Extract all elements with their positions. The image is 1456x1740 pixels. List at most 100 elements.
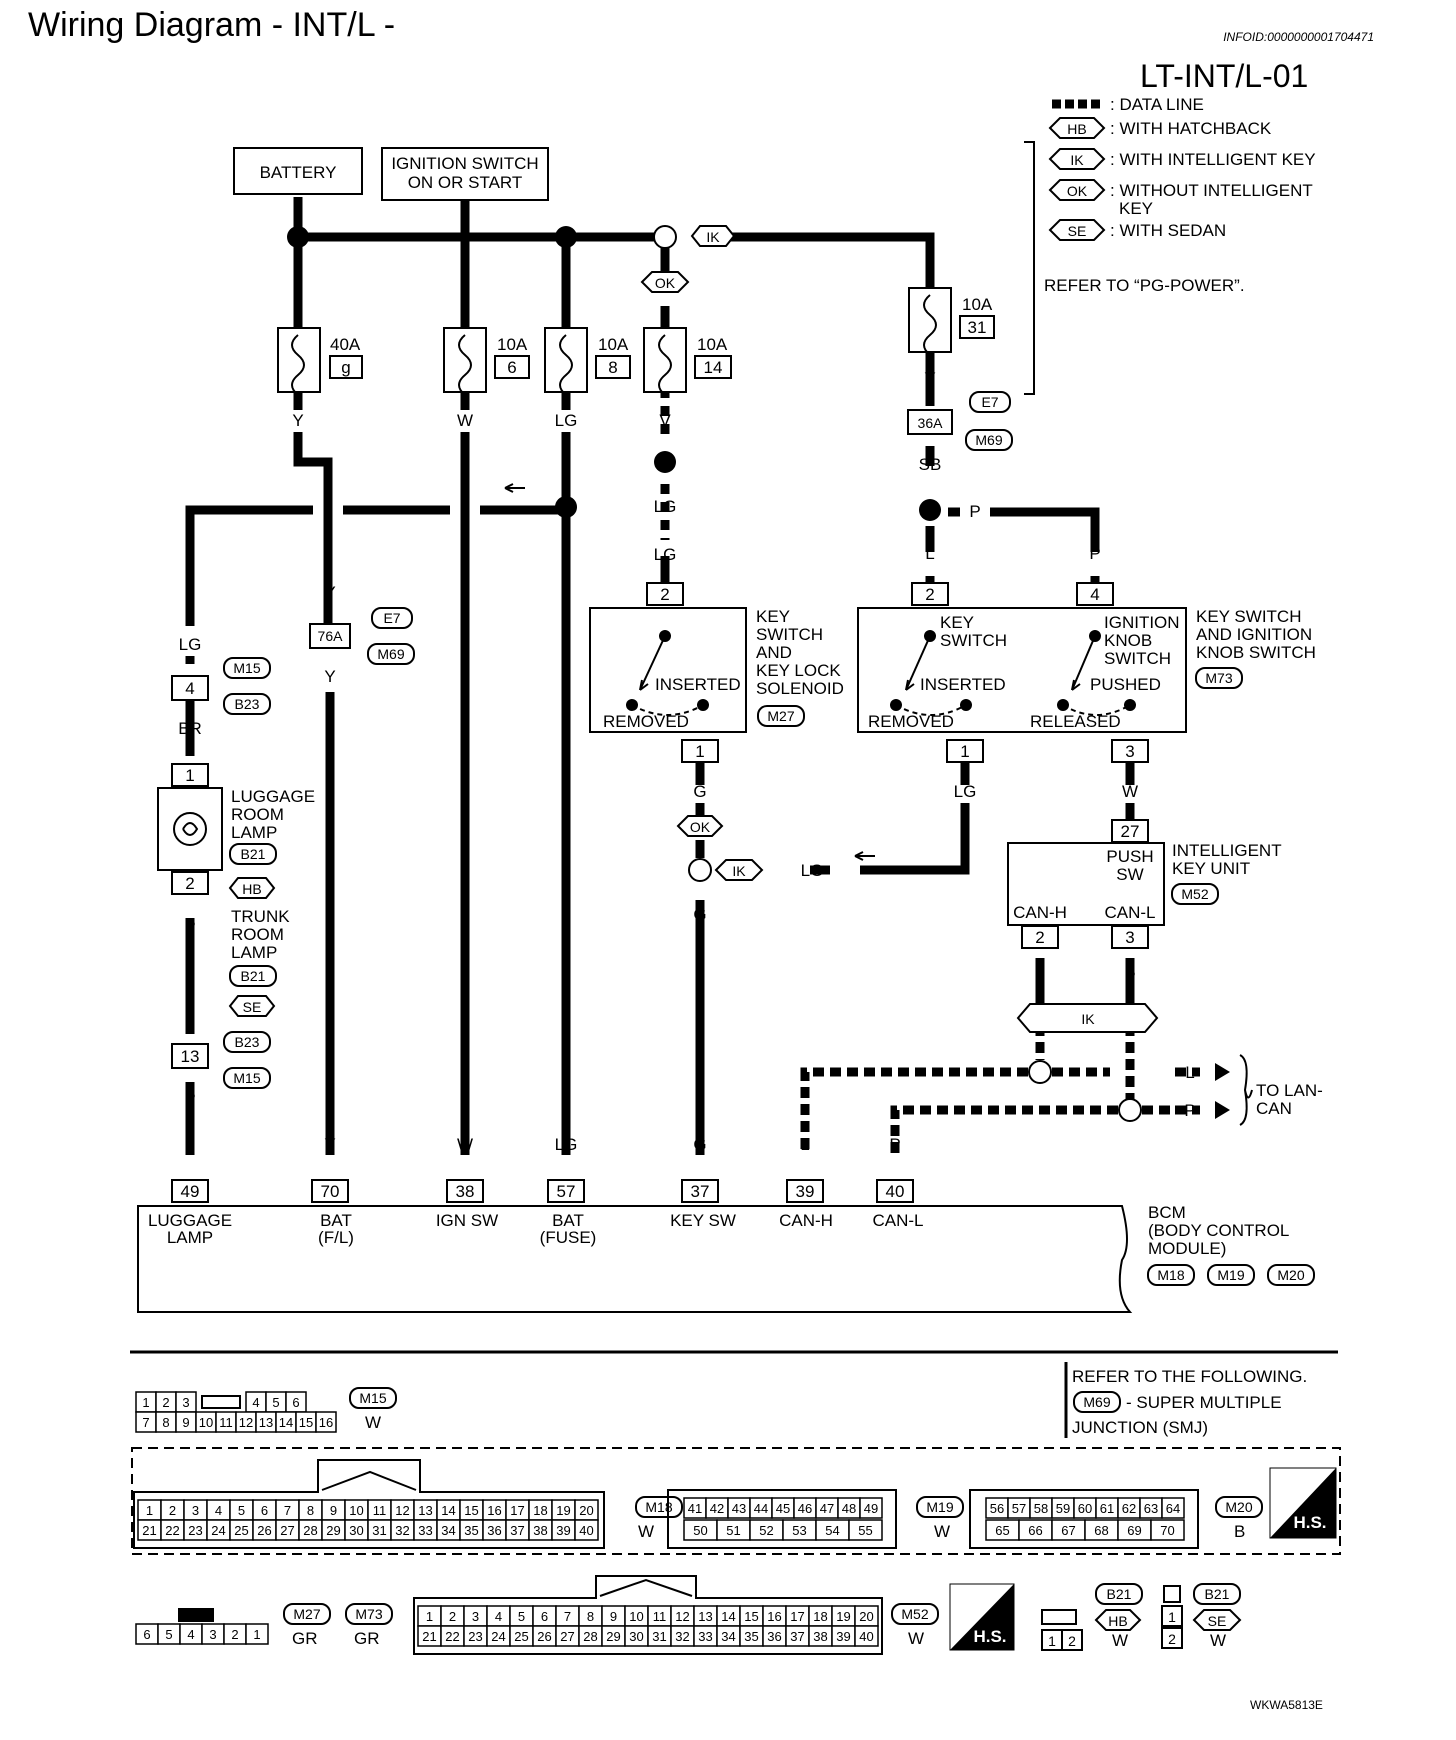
pin-number: 20 <box>579 1503 593 1518</box>
wire-g: G <box>693 905 706 924</box>
connector-key <box>201 1395 241 1409</box>
pin-number: 7 <box>284 1503 291 1518</box>
m73-tag: M73 <box>355 1606 382 1622</box>
pin-number: 13 <box>418 1503 432 1518</box>
fuse-amp: 40A <box>330 335 361 354</box>
wire-lg: LG <box>801 861 824 880</box>
svg-text:REMOVED: REMOVED <box>868 712 954 731</box>
svg-text:M15: M15 <box>233 660 260 676</box>
pin-number: 17 <box>510 1503 524 1518</box>
pin-number: 37 <box>510 1523 524 1538</box>
pin-number: 55 <box>858 1523 872 1538</box>
fuse-14: 10A 14 <box>643 327 732 396</box>
pin-number: 14 <box>441 1503 455 1518</box>
pin-number: 34 <box>721 1629 735 1644</box>
wire-labels: Y W LG V Y SB P L P LG LG Y Y LG BR P P … <box>178 369 1195 1154</box>
pin-number: 9 <box>610 1609 617 1624</box>
pin-number: 1 <box>426 1609 433 1624</box>
svg-text:LUGGAGE: LUGGAGE <box>231 787 315 806</box>
svg-text:SWITCH: SWITCH <box>940 631 1007 650</box>
pin-number: 69 <box>1127 1523 1141 1538</box>
hs-badge: H.S. <box>949 1583 1015 1651</box>
pin-number: 2 <box>449 1609 456 1624</box>
tag-text: HB <box>242 881 261 897</box>
pin-number: 36 <box>487 1523 501 1538</box>
wire-lg: LG <box>654 545 677 564</box>
key-switch-solenoid: 2 INSERTED REMOVED 1 KEY SWITCH AND KEY … <box>589 582 844 763</box>
pin-number: 46 <box>798 1501 812 1516</box>
joint-m15-4: 4 M15 B23 <box>171 657 271 715</box>
pin-number: 57 <box>1012 1501 1026 1516</box>
tag-ok-mid: OK <box>676 815 724 837</box>
pin-number: 30 <box>629 1629 643 1644</box>
svg-text:2: 2 <box>1035 928 1044 947</box>
svg-text:BAT: BAT <box>552 1211 584 1230</box>
fuse-num: 31 <box>968 318 987 337</box>
svg-text:49: 49 <box>181 1182 200 1201</box>
m15-color: W <box>365 1413 381 1432</box>
tag-ik-mid: IK <box>714 859 764 881</box>
bcm: 49 70 38 57 37 39 40 LUGGAGE LAMP BAT (F… <box>137 1179 1315 1313</box>
pin-number: 58 <box>1034 1501 1048 1516</box>
fuse-31: 10A 31 <box>908 287 995 356</box>
to-lan-can: TO LAN- CAN <box>1256 1081 1323 1118</box>
svg-text:1: 1 <box>960 742 969 761</box>
info-id: INFOID:0000000001704471 <box>1223 30 1374 44</box>
m18-tag: M18 <box>645 1499 672 1515</box>
connector-housing <box>413 1575 883 1655</box>
svg-text:ROOM: ROOM <box>231 805 284 824</box>
pin-number: 1 <box>253 1627 260 1642</box>
svg-text:KEY SWITCH: KEY SWITCH <box>1196 607 1301 626</box>
pin-number: 6 <box>541 1609 548 1624</box>
pin-number: 33 <box>418 1523 432 1538</box>
svg-text:TRUNK: TRUNK <box>231 907 290 926</box>
pin-number: 5 <box>165 1627 172 1642</box>
svg-text:SE: SE <box>1068 223 1087 239</box>
svg-text:B21: B21 <box>1107 1586 1132 1602</box>
legend: : DATA LINE HB : WITH HATCHBACK IK : WIT… <box>1024 95 1316 395</box>
pin-number: 42 <box>710 1501 724 1516</box>
pin-number: 39 <box>556 1523 570 1538</box>
svg-text:M19: M19 <box>1217 1267 1244 1283</box>
pin-number: 17 <box>790 1609 804 1624</box>
pin-number: 29 <box>326 1523 340 1538</box>
splices <box>287 226 941 521</box>
connector-housing <box>667 1489 897 1549</box>
pin-number: 48 <box>842 1501 856 1516</box>
data-lines <box>800 1025 1170 1155</box>
pin-number: 27 <box>560 1629 574 1644</box>
pin-number: 39 <box>836 1629 850 1644</box>
pin-number: 6 <box>261 1503 268 1518</box>
wire-lg: LG <box>654 497 677 516</box>
m18-color: W <box>638 1522 654 1541</box>
svg-text:H.S.: H.S. <box>1293 1513 1326 1532</box>
svg-text:B21: B21 <box>241 968 266 984</box>
svg-text:SOLENOID: SOLENOID <box>756 679 844 698</box>
pin-number: 3 <box>472 1609 479 1624</box>
pin-number: 12 <box>395 1503 409 1518</box>
pin-number: 51 <box>726 1523 740 1538</box>
pin-number: 52 <box>759 1523 773 1538</box>
pin-number: 18 <box>813 1609 827 1624</box>
pin-number: 16 <box>487 1503 501 1518</box>
pin-number: 16 <box>767 1609 781 1624</box>
svg-text:AND IGNITION: AND IGNITION <box>1196 625 1312 644</box>
pin-number: 22 <box>165 1523 179 1538</box>
pin-number: 28 <box>303 1523 317 1538</box>
pin-number: 38 <box>533 1523 547 1538</box>
svg-text:B23: B23 <box>235 696 260 712</box>
svg-text:W: W <box>1210 1631 1226 1650</box>
svg-text:B21: B21 <box>1205 1586 1230 1602</box>
wire-lg: LG <box>179 635 202 654</box>
pin-number: 2 <box>231 1627 238 1642</box>
wire-v: V <box>659 411 671 430</box>
wire-p: P <box>1124 967 1135 986</box>
fuse-amp: 10A <box>697 335 728 354</box>
wire-g: G <box>693 1135 706 1154</box>
pin-number: 22 <box>445 1629 459 1644</box>
pin-number: 1 <box>142 1395 149 1410</box>
